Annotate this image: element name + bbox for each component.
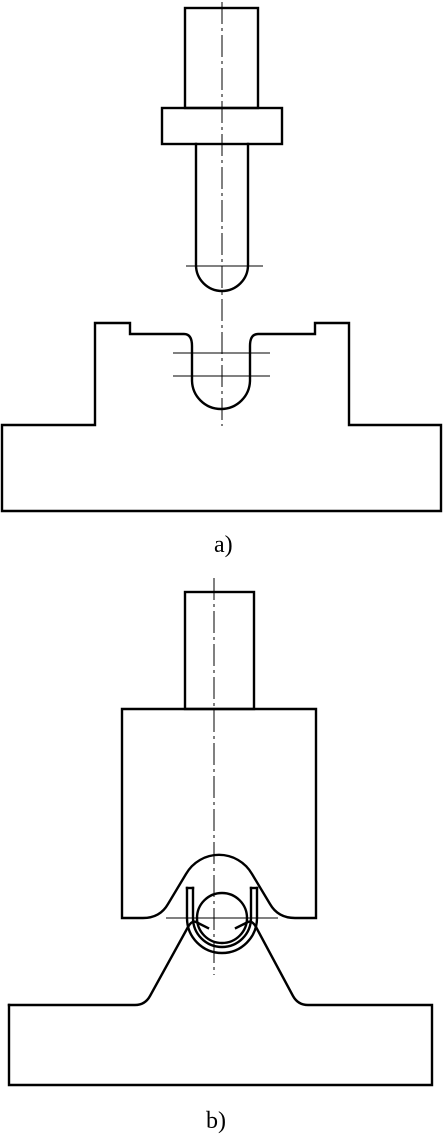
upper-die-b <box>120 707 318 920</box>
formed-part-outer <box>185 886 259 955</box>
figure-b <box>7 578 434 1087</box>
lower-die-a <box>0 321 443 513</box>
lower-die-b <box>7 920 210 1007</box>
figure-a <box>0 2 443 513</box>
formed-part-inner <box>191 886 253 949</box>
punch-body-a <box>194 142 250 293</box>
caption-a: a) <box>214 532 233 558</box>
upper-shank-b <box>183 590 256 711</box>
caption-b: b) <box>206 1108 226 1134</box>
